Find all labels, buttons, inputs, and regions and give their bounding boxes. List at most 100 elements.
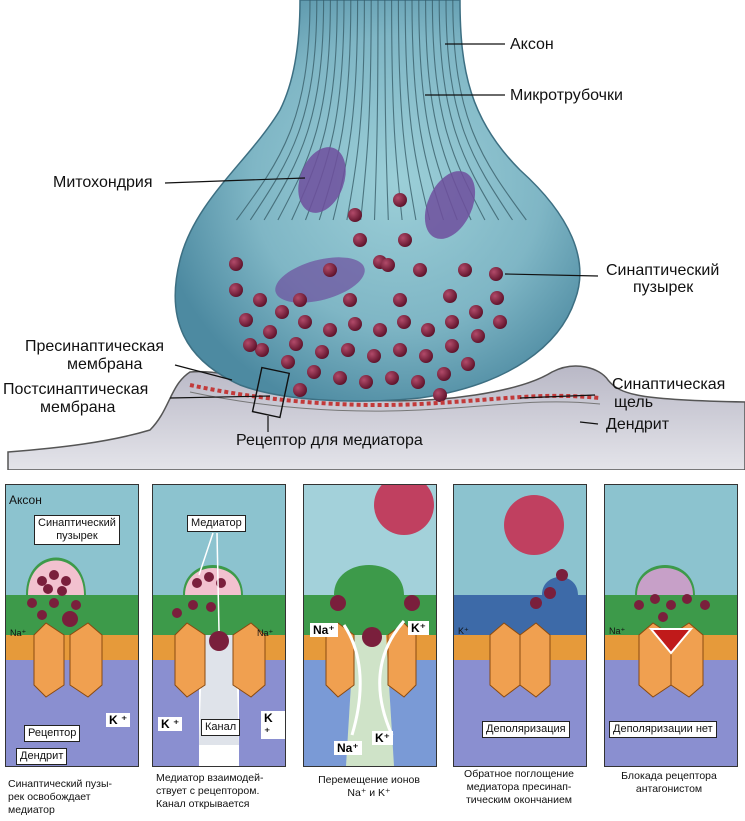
- caption-2: Медиатор взаимодей-ствует с рецептором.К…: [156, 772, 264, 810]
- vesicle: [445, 315, 459, 329]
- panel-4-depol: Деполяризация: [482, 721, 570, 738]
- microtubule-line: [438, 0, 500, 221]
- synaptic-vesicles: [229, 193, 507, 402]
- vesicle: [243, 338, 257, 352]
- vesicle: [461, 357, 475, 371]
- microtubule-line: [249, 0, 318, 221]
- vesicle: [275, 305, 289, 319]
- vesicle: [253, 293, 267, 307]
- label-mitochondrion: Митохондрия: [53, 174, 153, 191]
- panel-5: Na⁺ Деполяризации нет: [604, 484, 738, 767]
- receptor-box: [251, 366, 291, 419]
- label-postsynaptic-1: Постсинаптическая: [3, 381, 149, 398]
- panel-1-axon: Аксон: [9, 493, 42, 507]
- microtubule-line: [346, 0, 365, 221]
- label-microtubules: Микротрубочки: [510, 87, 623, 104]
- label-axon: Аксон: [510, 36, 554, 53]
- label-presynaptic-2: мембрана: [67, 356, 143, 373]
- vesicle: [333, 371, 347, 385]
- panel-3: Na⁺ K⁺ Na⁺ K⁺: [303, 484, 437, 767]
- panel-1-dendrite: Дендрит: [16, 748, 68, 765]
- microtubule-line: [236, 0, 311, 221]
- vesicle: [281, 355, 295, 369]
- microtubule-line: [373, 0, 379, 221]
- mitochondrion-2: [424, 171, 476, 239]
- label-presynaptic-1: Пресинаптическая: [25, 338, 165, 355]
- vesicle: [397, 315, 411, 329]
- vesicle: [443, 289, 457, 303]
- panel-1-receptor: Рецептор: [24, 725, 81, 742]
- panel-5-na: Na⁺: [609, 626, 626, 636]
- vesicle: [289, 337, 303, 351]
- vesicle: [469, 305, 483, 319]
- vesicle: [353, 233, 367, 247]
- vesicle: [255, 343, 269, 357]
- vesicle: [490, 291, 504, 305]
- panel-4: K⁺ Деполяризация: [453, 484, 587, 767]
- vesicle: [385, 371, 399, 385]
- panel-1-vesicles: [27, 570, 81, 627]
- vesicle: [323, 263, 337, 277]
- microtubule-line: [360, 0, 372, 221]
- panel-5-no-depol: Деполяризации нет: [609, 721, 717, 738]
- antagonist-marker: [648, 628, 694, 655]
- vesicle: [493, 315, 507, 329]
- microtubule-line: [452, 0, 527, 221]
- panel-2-mediator: Медиатор: [187, 515, 246, 532]
- vesicle: [323, 323, 337, 337]
- vesicle: [343, 293, 357, 307]
- panel-1-k: K ⁺: [106, 713, 131, 727]
- panel-3-k-top: K⁺: [408, 621, 429, 635]
- vesicle: [445, 339, 459, 353]
- vesicle: [489, 267, 503, 281]
- vesicle: [393, 193, 407, 207]
- panel-2-k-right: K ⁺: [261, 711, 285, 739]
- vesicle: [229, 283, 243, 297]
- microtubule-line: [263, 0, 325, 221]
- vesicle: [393, 343, 407, 357]
- panel-2-k-left: K ⁺: [158, 717, 183, 731]
- vesicle: [293, 293, 307, 307]
- microtubule-line: [332, 0, 359, 221]
- vesicle: [341, 343, 355, 357]
- mitochondrion-3: [275, 257, 365, 303]
- microtubule-line: [397, 0, 417, 221]
- vesicle: [393, 293, 407, 307]
- vesicle: [398, 233, 412, 247]
- vesicle: [421, 323, 435, 337]
- synapse-illustration: [7, 0, 745, 470]
- label-cleft-2: щель: [614, 394, 654, 411]
- microtubule-line: [404, 0, 431, 221]
- vesicle: [263, 325, 277, 339]
- vesicle: [373, 323, 387, 337]
- vesicle: [381, 258, 395, 272]
- panel-3-na-top: Na⁺: [310, 623, 338, 637]
- panel-3-k-bottom: K⁺: [372, 731, 393, 745]
- panel-4-k: K⁺: [458, 626, 469, 636]
- vesicle: [413, 263, 427, 277]
- label-dendrite: Дендрит: [606, 416, 670, 433]
- axon-stalk: [174, 0, 581, 402]
- panel-3-na-bottom: Na⁺: [334, 741, 362, 755]
- vesicle: [359, 375, 373, 389]
- vesicle: [471, 329, 485, 343]
- vesicle: [348, 208, 362, 222]
- vesicle: [367, 349, 381, 363]
- label-receptor: Рецептор для медиатора: [236, 432, 423, 449]
- vesicle: [298, 315, 312, 329]
- vesicle: [458, 263, 472, 277]
- vesicle: [348, 317, 362, 331]
- microtubule-line: [384, 0, 389, 221]
- mitochondrion-1: [298, 147, 346, 213]
- label-vesicle-1: Синаптический: [606, 262, 720, 279]
- vesicle: [307, 365, 321, 379]
- panel-2: Медиатор Na⁺ K ⁺ Канал K ⁺: [152, 484, 286, 767]
- label-vesicle-2: пузырек: [633, 279, 694, 296]
